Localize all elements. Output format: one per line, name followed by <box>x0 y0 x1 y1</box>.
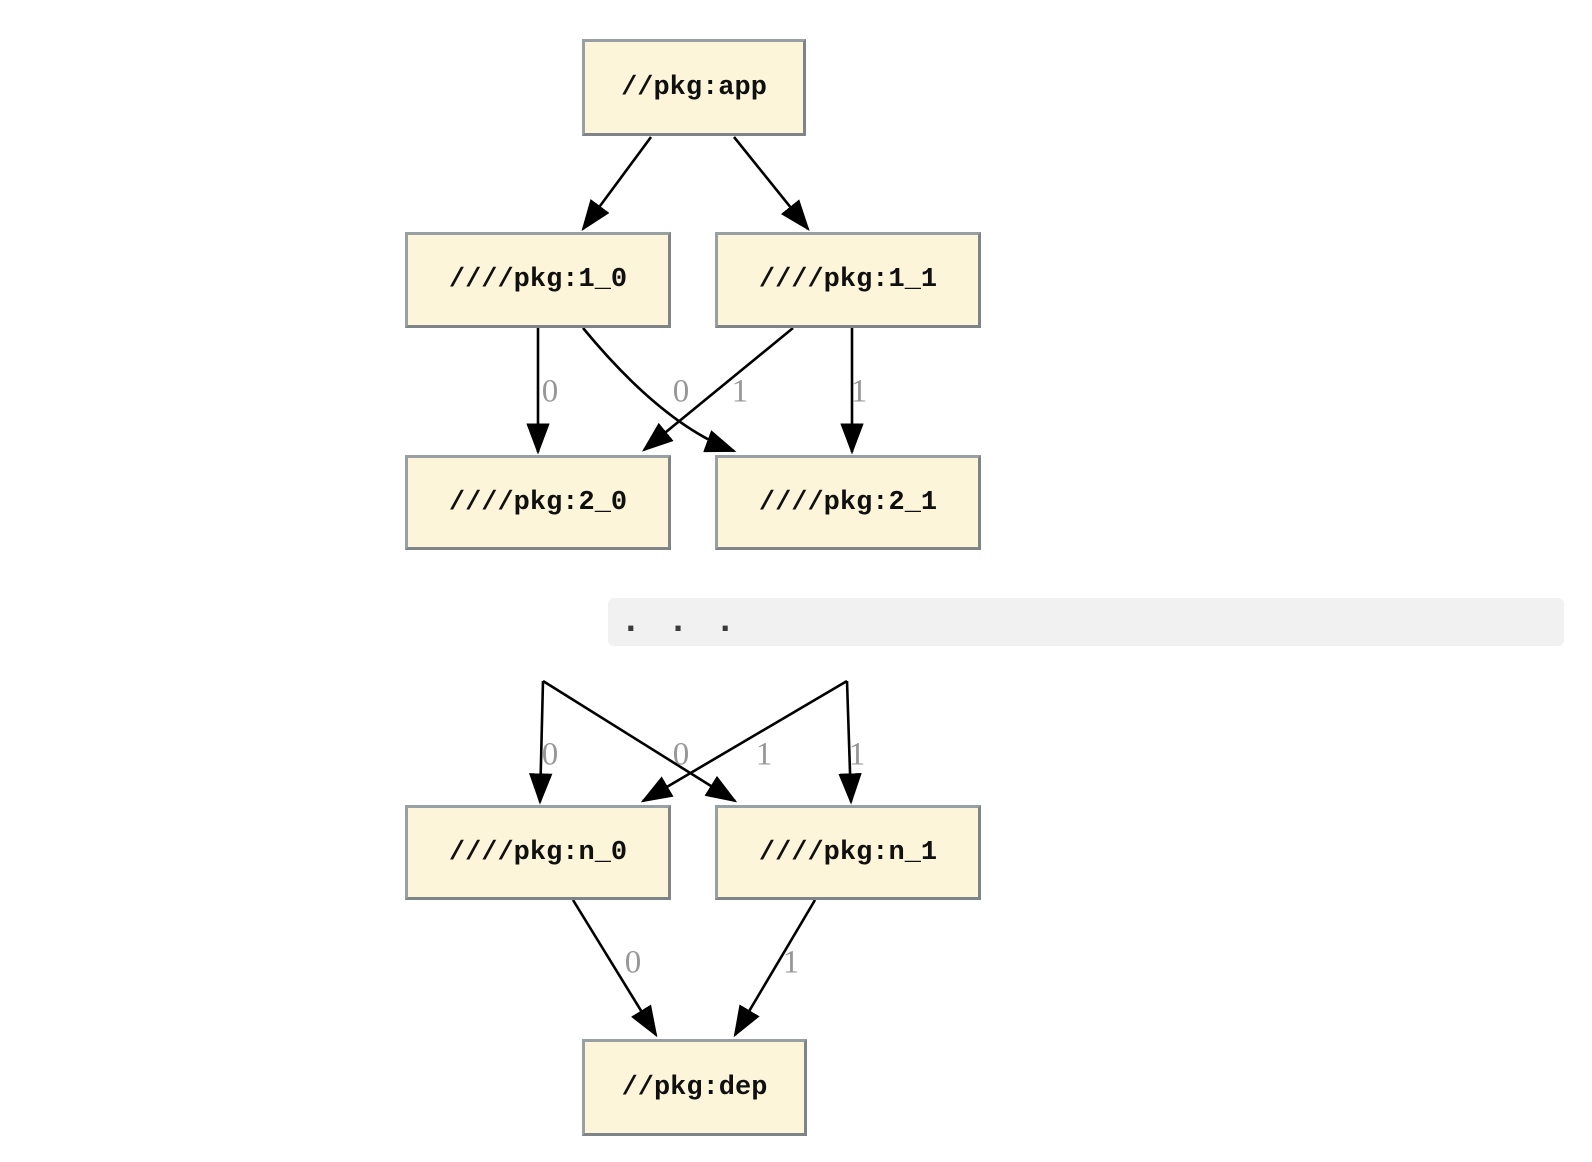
ellipsis-dots: . . . <box>620 601 739 642</box>
node-label: ////pkg:1_0 <box>448 265 628 295</box>
ellipsis-row: . . . <box>608 598 1564 646</box>
node-pkg-2-1: ////pkg:2_1 <box>715 455 981 550</box>
node-label: ////pkg:n_0 <box>448 837 628 868</box>
node-label: ////pkg:1_1 <box>758 265 938 295</box>
edge-label: 1 <box>848 736 866 773</box>
node-label: ////pkg:2_1 <box>758 487 938 518</box>
edge-label: 0 <box>672 736 690 773</box>
edge-label: 1 <box>850 373 868 410</box>
edge-1-1-to-2-0 <box>641 326 794 452</box>
edge-label: 1 <box>782 944 800 981</box>
node-label: //pkg:app <box>621 72 767 103</box>
edge-label: 0 <box>541 736 559 773</box>
edge-app-to-1-1 <box>732 136 810 232</box>
edge-n-0-to-dep <box>571 899 658 1038</box>
edge-ellipsis-to-n-0-cross <box>640 679 848 803</box>
node-label: //pkg:dep <box>621 1072 768 1103</box>
node-pkg-1-0: ////pkg:1_0 <box>405 232 671 328</box>
edge-label: 1 <box>755 736 773 773</box>
node-pkg-n-1: ////pkg:n_1 <box>715 805 981 900</box>
node-label: ////pkg:n_1 <box>758 837 938 868</box>
node-pkg-1-1: ////pkg:1_1 <box>715 232 981 328</box>
edge-label: 0 <box>541 373 559 410</box>
node-pkg-app: //pkg:app <box>582 39 806 136</box>
edge-ellipsis-to-n-1-direct <box>838 680 862 805</box>
node-pkg-dep: //pkg:dep <box>582 1039 807 1136</box>
node-label: ////pkg:2_0 <box>448 487 628 518</box>
edge-app-to-1-0 <box>581 136 653 232</box>
edge-n-1-to-dep <box>733 899 817 1038</box>
edge-ellipsis-to-n-0-direct <box>529 680 553 805</box>
edge-label: 1 <box>731 373 749 410</box>
edge-ellipsis-to-n-1-cross <box>542 679 738 803</box>
node-pkg-n-0: ////pkg:n_0 <box>405 805 671 900</box>
edge-label: 0 <box>672 373 690 410</box>
edge-label: 0 <box>624 944 642 981</box>
node-pkg-2-0: ////pkg:2_0 <box>405 455 671 550</box>
edge-1-0-to-2-1 <box>581 327 737 453</box>
